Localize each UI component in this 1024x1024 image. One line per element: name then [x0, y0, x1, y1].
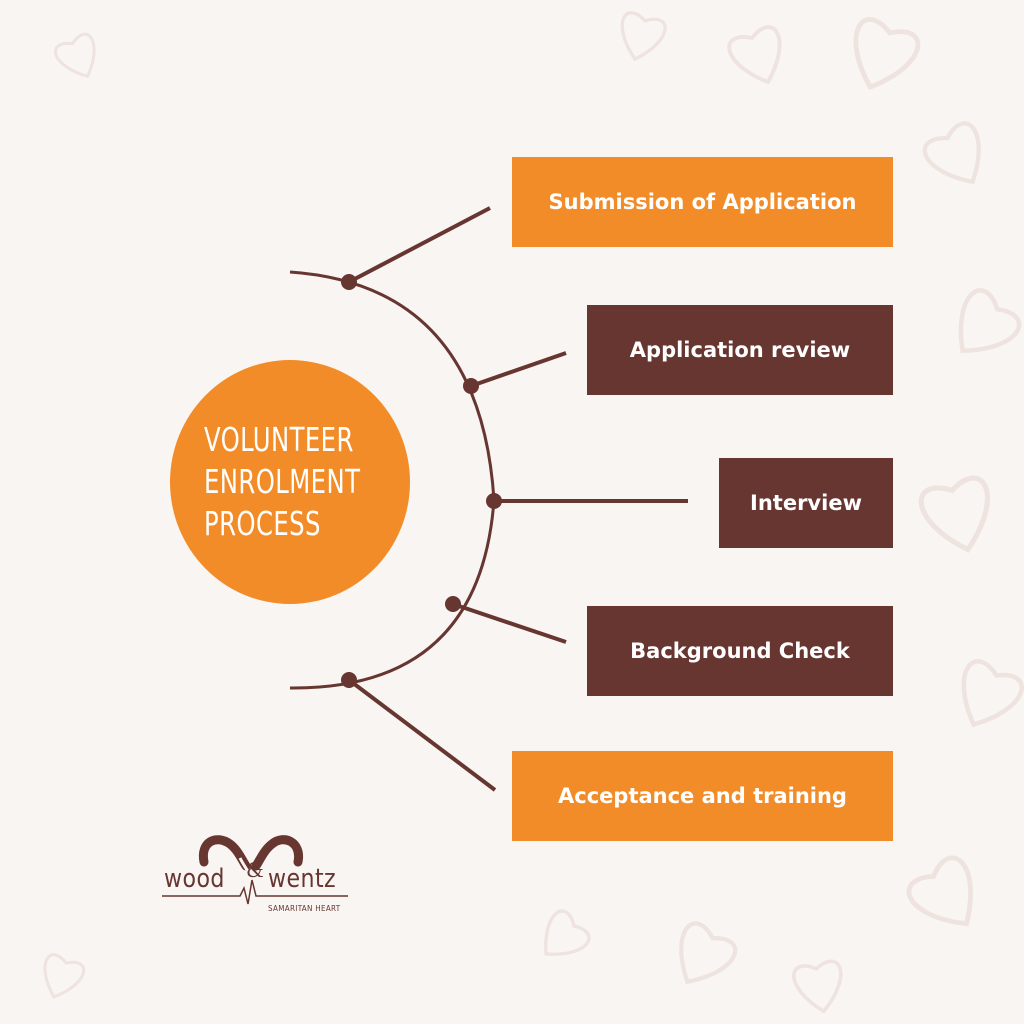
logo-word-wood: wood: [164, 864, 225, 894]
node-dot-3: [486, 493, 502, 509]
center-circle: VOLUNTEER ENROLMENT PROCESS: [170, 360, 410, 604]
step-label: Background Check: [630, 639, 850, 663]
step-submission-of-application: Submission of Application: [512, 157, 893, 247]
logo-tagline: SAMARITAN HEART: [268, 904, 341, 913]
step-label: Application review: [629, 338, 851, 362]
step-interview: Interview: [719, 458, 893, 548]
node-dot-2: [463, 378, 479, 394]
step-label: Submission of Application: [548, 190, 857, 214]
step-application-review: Application review: [587, 305, 893, 395]
center-title: VOLUNTEER ENROLMENT PROCESS: [204, 420, 361, 543]
wood-wentz-logo: wood & wentz SAMARITAN HEART: [160, 830, 360, 920]
connector-line-1: [348, 206, 491, 284]
logo-heart-mark: [162, 835, 348, 905]
connector-line-5: [347, 678, 497, 792]
logo-ampersand: &: [246, 858, 264, 882]
connector-line-2: [470, 351, 567, 388]
node-dot-1: [341, 274, 357, 290]
connector-line-4: [452, 602, 567, 644]
step-label: Interview: [750, 491, 862, 515]
step-background-check: Background Check: [587, 606, 893, 696]
step-acceptance-and-training: Acceptance and training: [512, 751, 893, 841]
step-label: Acceptance and training: [558, 784, 847, 808]
node-dot-4: [445, 596, 461, 612]
logo-word-wentz: wentz: [268, 864, 337, 894]
node-dot-5: [341, 672, 357, 688]
